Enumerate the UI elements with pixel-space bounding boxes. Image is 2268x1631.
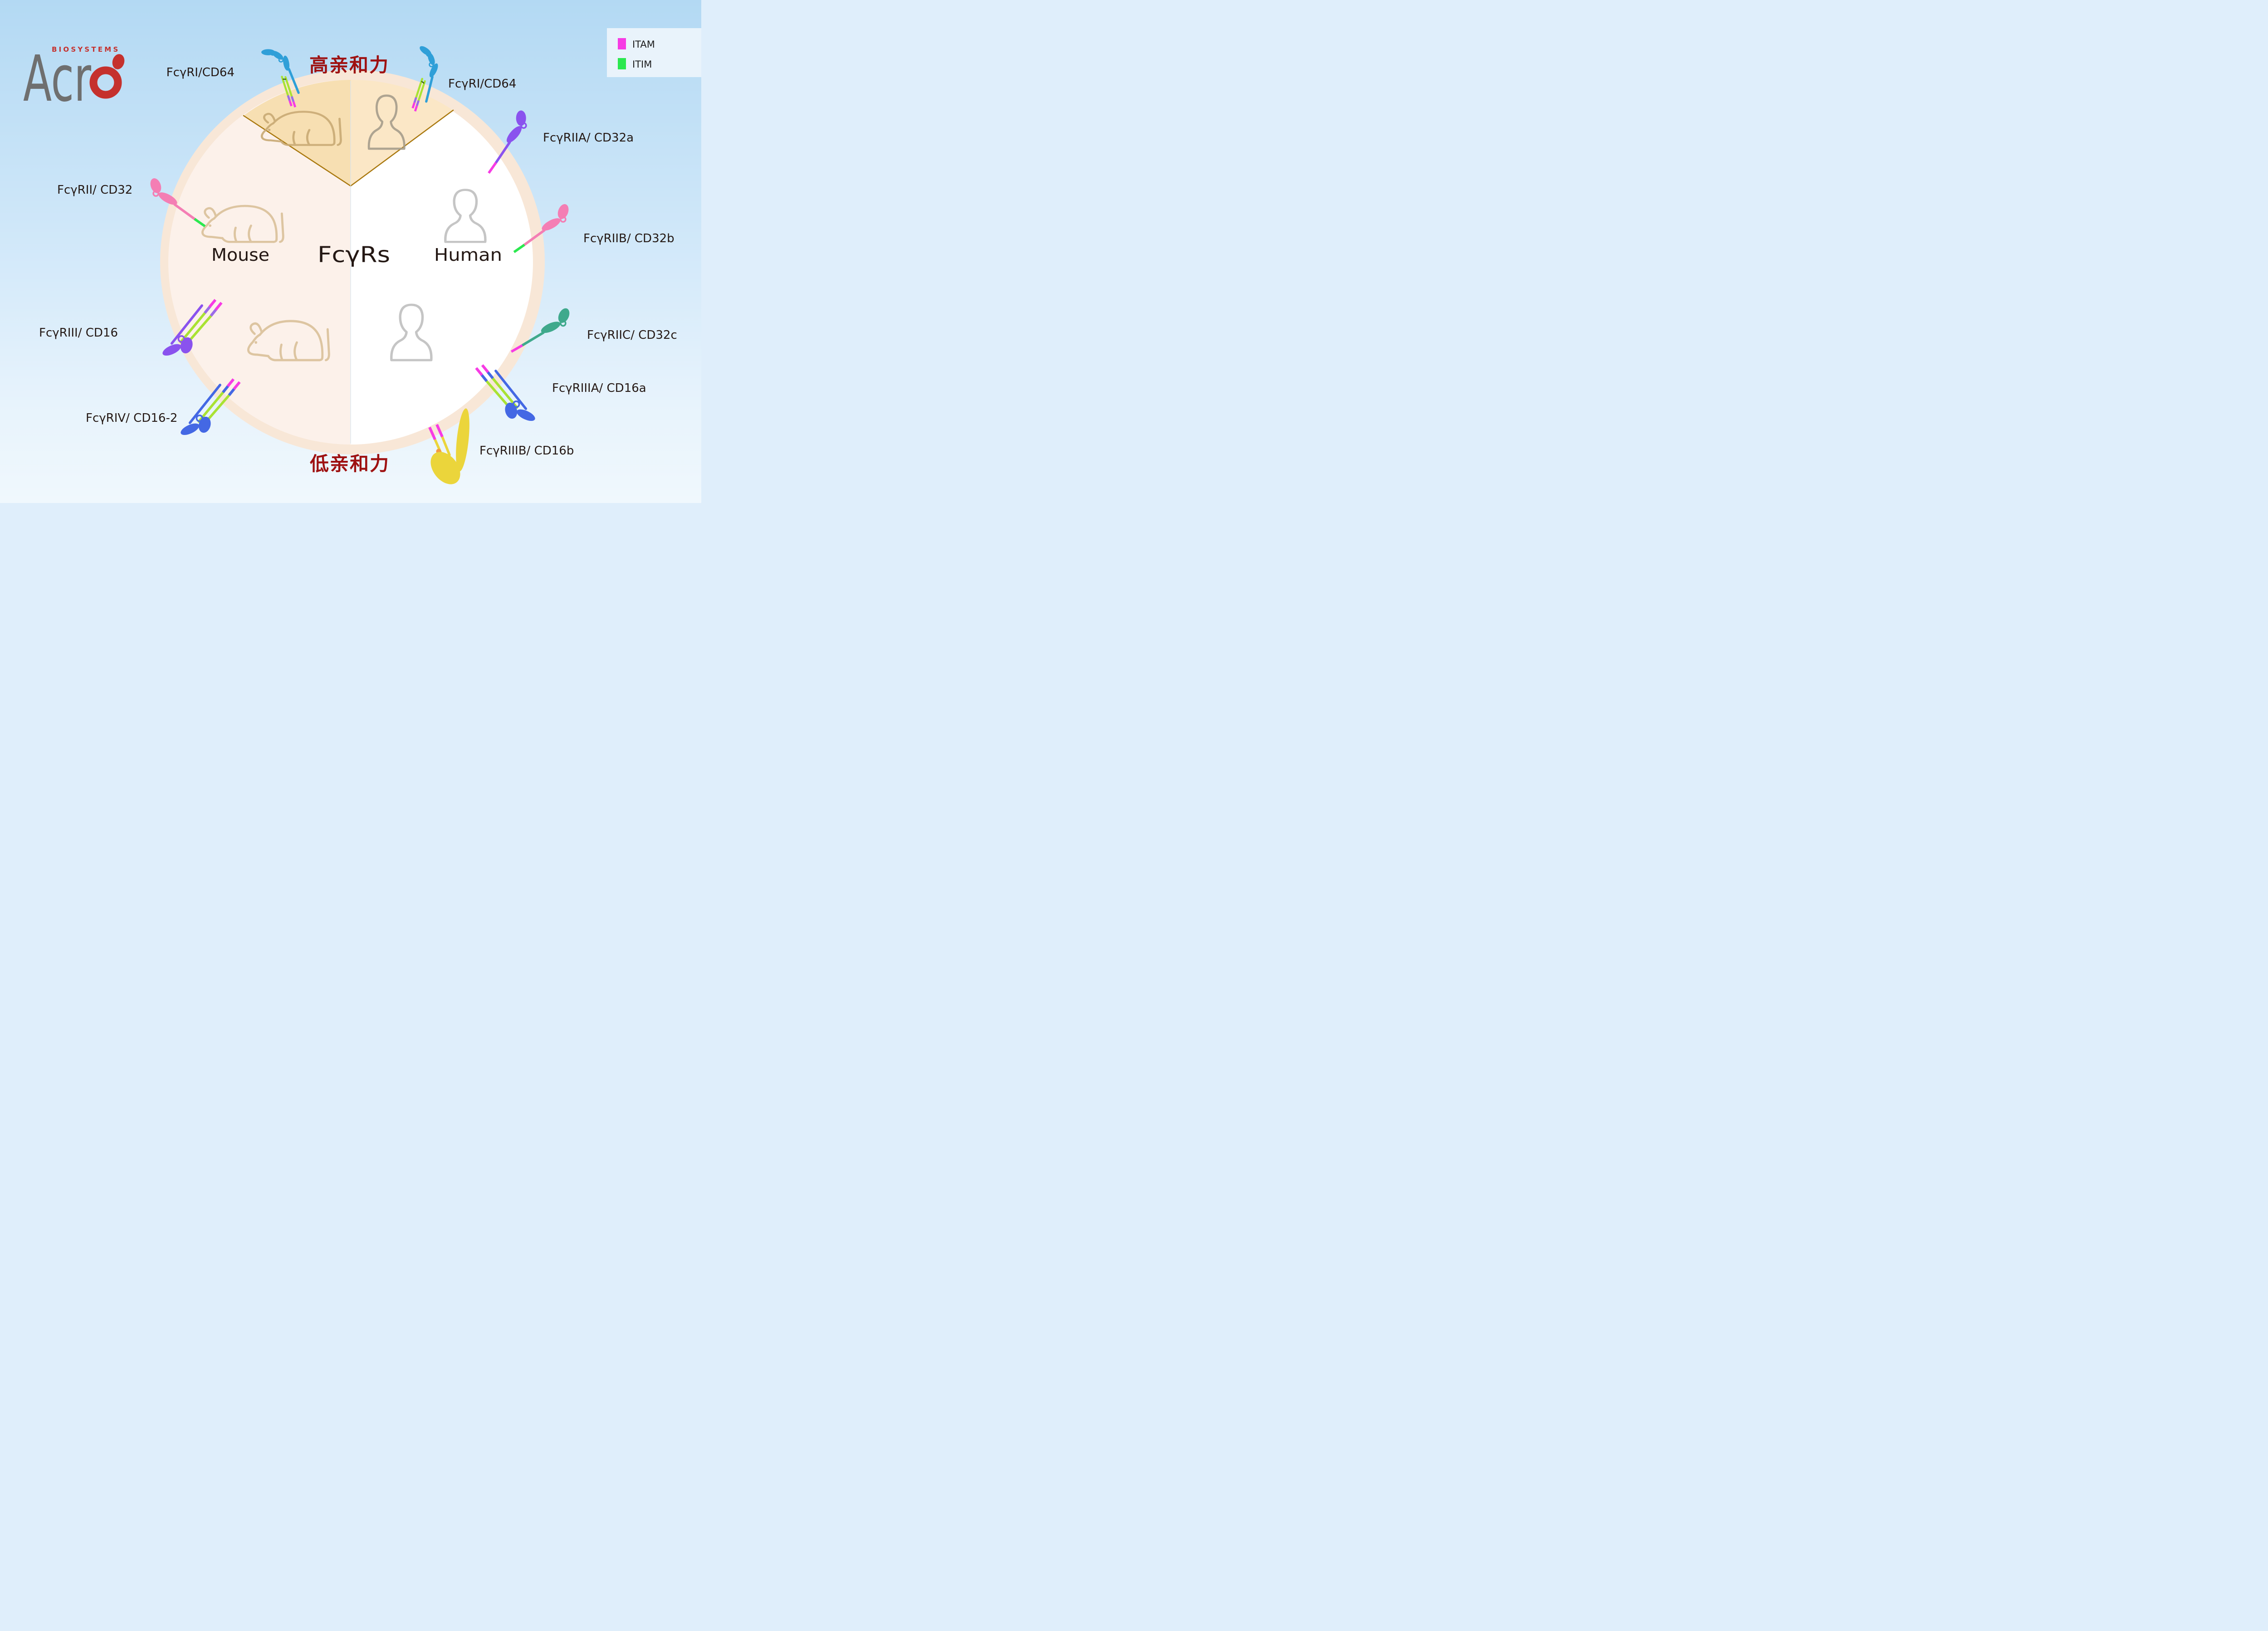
fcgr-diagram-svg: Mouse FcγRs Human FcγRI/CD64 FcγRII/ CD3… [0, 0, 701, 503]
logo-o-ring-icon [89, 66, 122, 99]
legend-panel [607, 28, 701, 77]
label-mouse-fcgri: FcγRI/CD64 [166, 66, 235, 79]
label-human-fcgriia: FcγRIIA/ CD32a [543, 131, 634, 145]
acro-biosystems-logo: BIOSYSTEMS Acr [23, 42, 125, 116]
label-human-fcgriiia: FcγRIIIA/ CD16a [552, 381, 646, 395]
human-side-caption: Human [434, 245, 502, 265]
label-mouse-fcgriii: FcγRIII/ CD16 [39, 326, 118, 340]
itam-swatch-icon [618, 38, 626, 49]
receptor-human-fcgriiib [428, 408, 469, 484]
logo-brand-text: Acr [23, 42, 91, 116]
label-human-fcgriiib: FcγRIIIB/ CD16b [479, 444, 574, 458]
label-human-fcgri: FcγRI/CD64 [448, 77, 516, 91]
human-half-area [351, 80, 533, 444]
legend-itam-label: ITAM [632, 39, 655, 50]
label-human-fcgriic: FcγRIIC/ CD32c [587, 328, 677, 342]
high-affinity-caption: 高亲和力 [309, 54, 389, 76]
mouse-half-area [168, 80, 351, 444]
logo-dot-icon [112, 54, 125, 69]
fcgr-diagram-canvas: Mouse FcγRs Human FcγRI/CD64 FcγRII/ CD3… [0, 0, 701, 503]
mouse-side-caption: Mouse [211, 245, 269, 265]
label-human-fcgriib: FcγRIIB/ CD32b [583, 232, 675, 245]
legend-itim-label: ITIM [632, 59, 652, 70]
fcgr-circle [160, 70, 545, 454]
legend: ITAM ITIM [607, 28, 701, 77]
diagram-title: FcγRs [318, 242, 390, 268]
itim-swatch-icon [618, 58, 626, 69]
high-affinity-wedge-mouse [244, 80, 351, 186]
low-affinity-caption: 低亲和力 [310, 453, 390, 475]
logo-subtitle: BIOSYSTEMS [52, 45, 120, 54]
label-mouse-fcgriv: FcγRIV/ CD16-2 [86, 411, 177, 425]
label-mouse-fcgrii: FcγRII/ CD32 [57, 183, 132, 197]
